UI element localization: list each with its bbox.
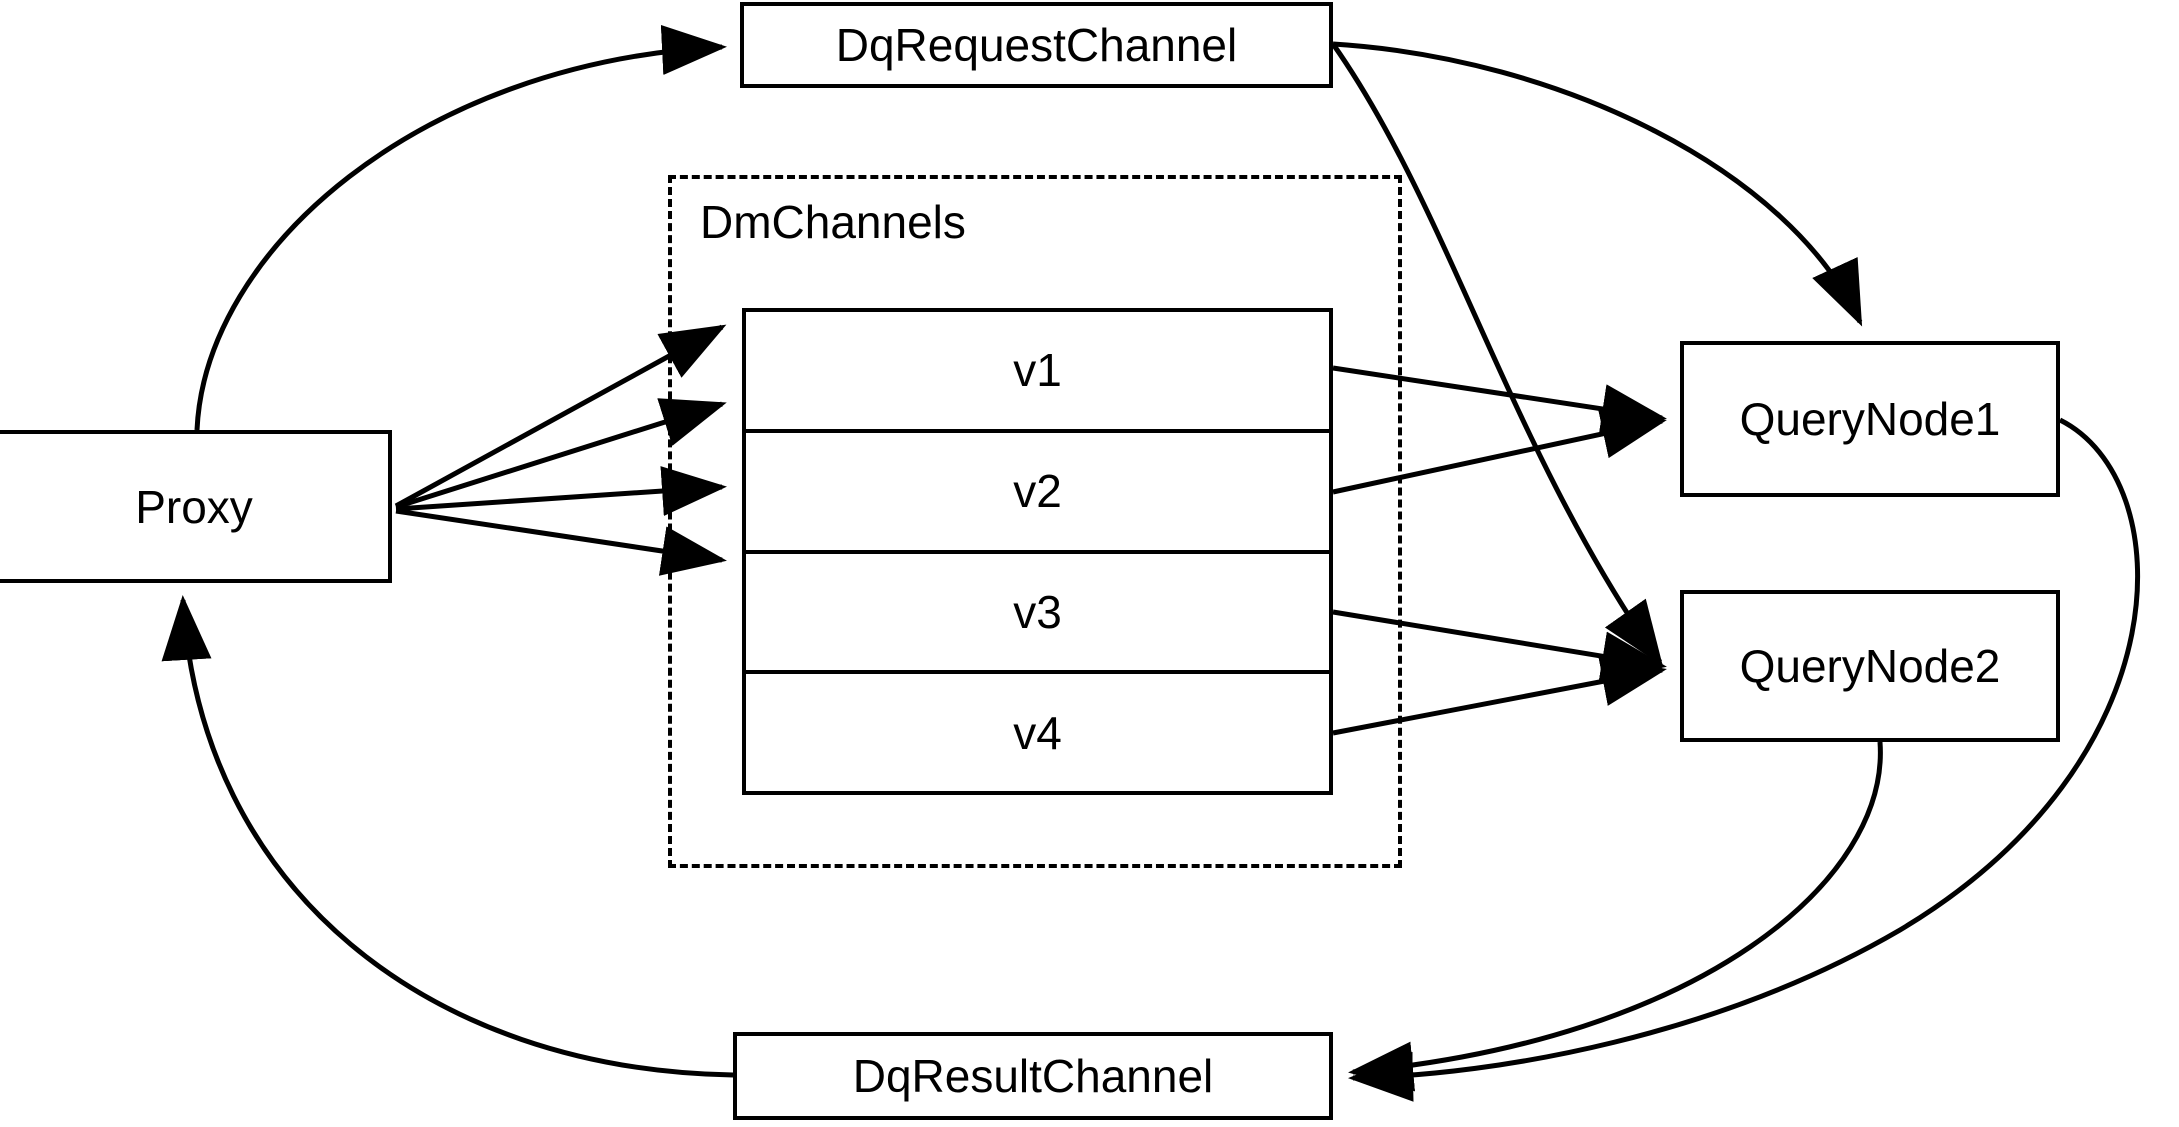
edge-proxy-to-v4 [395,508,727,576]
dm-channel-table: v1 v2 v3 v4 [742,308,1333,795]
edge-proxy-to-v2 [395,398,727,510]
edge-query-node-1-to-dq-result-channel [1348,417,2141,1102]
node-proxy[interactable]: Proxy [0,430,392,583]
node-label-proxy: Proxy [135,480,253,533]
edge-dq-request-channel-to-query-node-1 [1332,41,1863,327]
node-query-node-1[interactable]: QueryNode1 [1680,341,2060,497]
channel-row-v3[interactable]: v3 [746,554,1329,675]
edge-v4-to-query-node-2 [1332,656,1667,736]
node-dq-result-channel[interactable]: DqResultChannel [733,1032,1333,1120]
edge-query-node-2-to-dq-result-channel [1348,741,1883,1092]
channel-row-v4[interactable]: v4 [746,674,1329,791]
edge-v2-to-query-node-1 [1332,409,1667,495]
node-label-dq-result-channel: DqResultChannel [852,1050,1214,1102]
edge-dq-result-channel-to-proxy [161,595,734,1078]
group-dm-channels [668,175,1402,868]
channel-label-v4: v4 [1013,706,1062,759]
edge-proxy-to-v1 [394,324,727,509]
node-label-query-node-1: QueryNode1 [1739,393,2001,445]
node-query-node-2[interactable]: QueryNode2 [1680,590,2060,742]
group-label-dm-channels: DmChannels [700,196,966,248]
channel-label-v1: v1 [1013,344,1062,397]
channel-row-v2[interactable]: v2 [746,433,1329,554]
channel-label-v2: v2 [1013,465,1062,518]
channel-label-v3: v3 [1013,585,1062,638]
edge-dq-request-channel-to-query-node-2 [1330,42,1663,667]
node-label-dq-request-channel: DqRequestChannel [835,19,1238,71]
node-dq-request-channel[interactable]: DqRequestChannel [740,2,1333,88]
channel-row-v1[interactable]: v1 [746,312,1329,433]
edge-proxy-to-v3 [395,466,727,516]
edge-proxy-to-dq-request-channel [194,25,727,431]
node-label-query-node-2: QueryNode2 [1739,640,2001,692]
